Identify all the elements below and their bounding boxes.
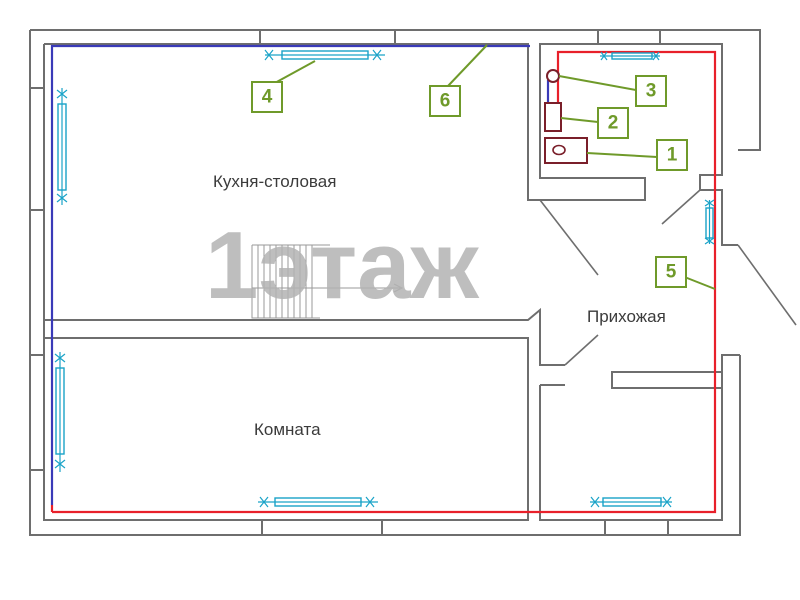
room-label-room: Комната (254, 420, 321, 439)
staircase (251, 244, 404, 319)
callout-5: 5 (655, 256, 687, 288)
callout-6: 6 (429, 85, 461, 117)
svg-text:1: 1 (667, 145, 678, 166)
svg-text:4: 4 (262, 87, 273, 108)
radiator-kitchen-left (56, 88, 68, 205)
radiator-hall-right (704, 199, 715, 245)
boiler-equipment (544, 69, 588, 164)
floor-label: 1этаж (205, 212, 480, 319)
expansion-tank (546, 69, 560, 83)
pump-group (544, 102, 562, 132)
callout-3: 3 (635, 75, 667, 107)
callout-4: 4 (251, 81, 283, 113)
room-label-kitchen: Кухня-столовая (213, 172, 336, 191)
svg-text:6: 6 (440, 91, 451, 112)
callout-leaders (272, 44, 716, 290)
doors (539, 189, 797, 366)
callout-2: 2 (597, 107, 629, 139)
room-label-hall: Прихожая (587, 307, 666, 326)
svg-text:2: 2 (608, 113, 619, 134)
radiator-hall-bottom (590, 496, 672, 508)
radiator-room-left (54, 352, 66, 472)
walls (29, 29, 761, 536)
radiator-kitchen-top (264, 49, 385, 61)
radiator-boiler-room-top (600, 51, 660, 61)
svg-text:5: 5 (666, 262, 677, 283)
callout-1: 1 (656, 139, 688, 171)
radiator-room-bottom (258, 496, 378, 508)
radiators (54, 49, 715, 508)
boiler (544, 137, 588, 164)
svg-text:3: 3 (646, 81, 657, 102)
